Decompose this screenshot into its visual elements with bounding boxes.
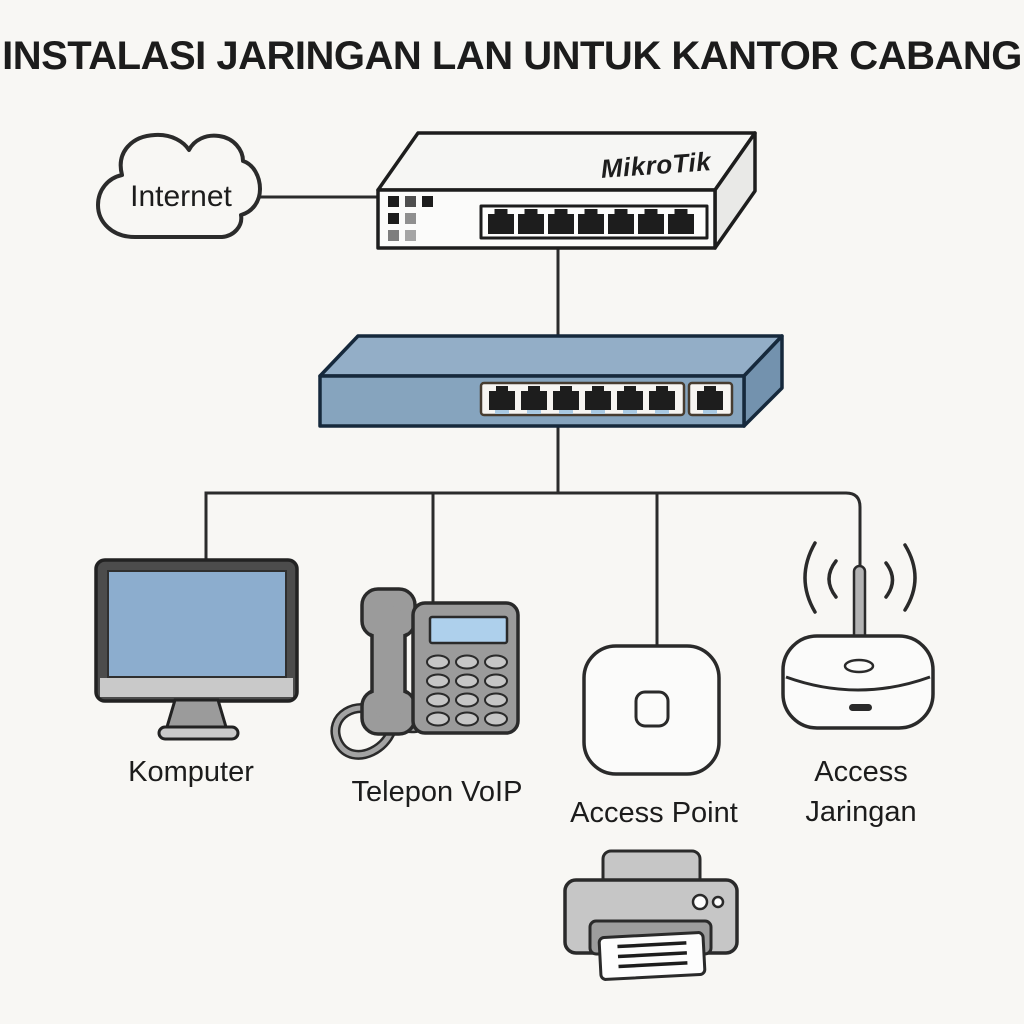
komputer-label: Komputer [128, 756, 254, 788]
monitor-stand [164, 698, 229, 729]
monitor-base [157, 725, 240, 741]
access-jaringan-dash [849, 704, 872, 711]
switch-top-face [318, 334, 784, 378]
access-jaringan-oval [843, 658, 875, 674]
access-point-device [582, 644, 721, 776]
connection-lines [204, 195, 862, 652]
monitor-screen [107, 570, 287, 678]
access-jaringan-seam [785, 675, 931, 692]
monitor-chin [100, 678, 293, 697]
router-device [376, 131, 757, 250]
telepon-voip-device [330, 587, 520, 760]
phone-screen [428, 615, 509, 645]
phone-handset [360, 587, 417, 736]
printer-button-1 [691, 893, 709, 911]
access-point-label: Access Point [570, 797, 738, 829]
printer-device [563, 849, 739, 981]
printer-button-2 [711, 895, 725, 909]
access-jaringan-device [781, 541, 935, 730]
access-jaringan-body [781, 634, 935, 730]
telepon-voip-label: Telepon VoIP [351, 776, 523, 808]
komputer-device [94, 558, 299, 741]
internet-label: Internet [130, 180, 232, 213]
switch-ports [489, 386, 723, 414]
page-title: INSTALASI JARINGAN LAN UNTUK KANTOR CABA… [2, 34, 1022, 78]
link-bus [204, 491, 862, 572]
cloud-shape [96, 132, 262, 239]
phone-keypad [426, 654, 508, 727]
switch-device [318, 334, 784, 428]
router-ports [488, 209, 694, 234]
accesspoint-button [634, 690, 670, 728]
router-led-grid [388, 196, 433, 241]
printer-paper [597, 931, 707, 981]
antenna [852, 564, 867, 644]
wifi-waves [803, 541, 917, 614]
access-jaringan-label: Access Jaringan [805, 756, 917, 828]
internet-cloud [96, 132, 262, 239]
